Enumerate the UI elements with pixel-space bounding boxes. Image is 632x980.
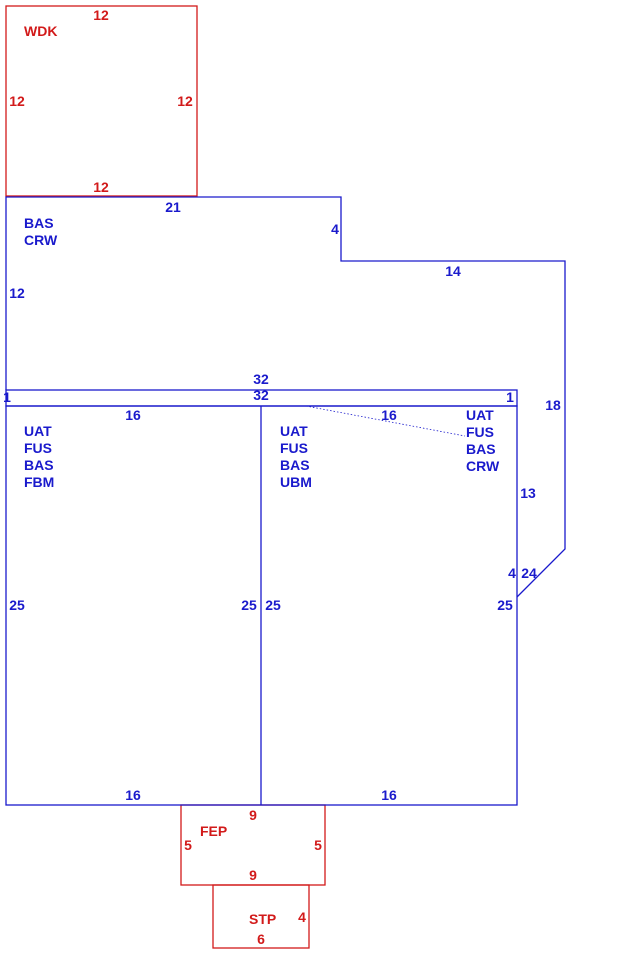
dim-stp-bottom: 6 — [257, 931, 265, 947]
left-room-label-1: UAT — [24, 423, 52, 439]
right-area-label-3: BAS — [466, 441, 496, 457]
dim-wdk-right: 12 — [177, 93, 193, 109]
dim-top-width: 21 — [165, 199, 181, 215]
dim-left-top: 16 — [125, 407, 141, 423]
middle-room-label-1: UAT — [280, 423, 308, 439]
dim-band-right-end: 1 — [506, 389, 514, 405]
dim-fep-bottom: 9 — [249, 867, 257, 883]
wdk-label: WDK — [24, 23, 57, 39]
dim-middle-top: 16 — [381, 407, 397, 423]
dim-left-bottom: 16 — [125, 787, 141, 803]
dim-band-outer: 32 — [253, 371, 269, 387]
dim-right-small: 4 — [508, 565, 516, 581]
bas-label: BAS — [24, 215, 54, 231]
left-room-label-4: FBM — [24, 474, 54, 490]
crw-label: CRW — [24, 232, 58, 248]
dim-wdk-bottom: 12 — [93, 179, 109, 195]
middle-room-label-4: UBM — [280, 474, 312, 490]
dim-wdk-left: 12 — [9, 93, 25, 109]
dim-right-upper: 13 — [520, 485, 536, 501]
dim-stp-side: 4 — [298, 909, 306, 925]
dim-middle-right: 25 — [497, 597, 513, 613]
wdk-deck-outline — [5, 5, 198, 197]
right-area-label-1: UAT — [466, 407, 494, 423]
dim-right-outer: 18 — [545, 397, 561, 413]
dim-band-inner: 32 — [253, 387, 269, 403]
fep-label: FEP — [200, 823, 227, 839]
dim-band-left-end: 1 — [3, 389, 11, 405]
left-room-label-3: BAS — [24, 457, 54, 473]
dim-middle-left: 25 — [265, 597, 281, 613]
dim-wdk-top: 12 — [93, 7, 109, 23]
dim-left-right: 25 — [241, 597, 257, 613]
dim-middle-bottom: 16 — [381, 787, 397, 803]
stp-step-outline — [212, 884, 310, 949]
dotted-reference-line — [305, 405, 466, 437]
dim-left-left: 25 — [9, 597, 25, 613]
left-room-label-2: FUS — [24, 440, 52, 456]
middle-room-label-3: BAS — [280, 457, 310, 473]
dim-fep-top: 9 — [249, 807, 257, 823]
dim-top-left: 12 — [9, 285, 25, 301]
dim-fep-right: 5 — [314, 837, 322, 853]
upper-structure-outline — [5, 196, 566, 598]
middle-room-label-2: FUS — [280, 440, 308, 456]
dim-diagonal: 24 — [521, 565, 537, 581]
right-area-label-2: FUS — [466, 424, 494, 440]
dim-step-width: 14 — [445, 263, 461, 279]
dim-top-step: 4 — [331, 221, 339, 237]
dim-fep-left: 5 — [184, 837, 192, 853]
stp-label: STP — [249, 911, 276, 927]
right-area-label-4: CRW — [466, 458, 500, 474]
